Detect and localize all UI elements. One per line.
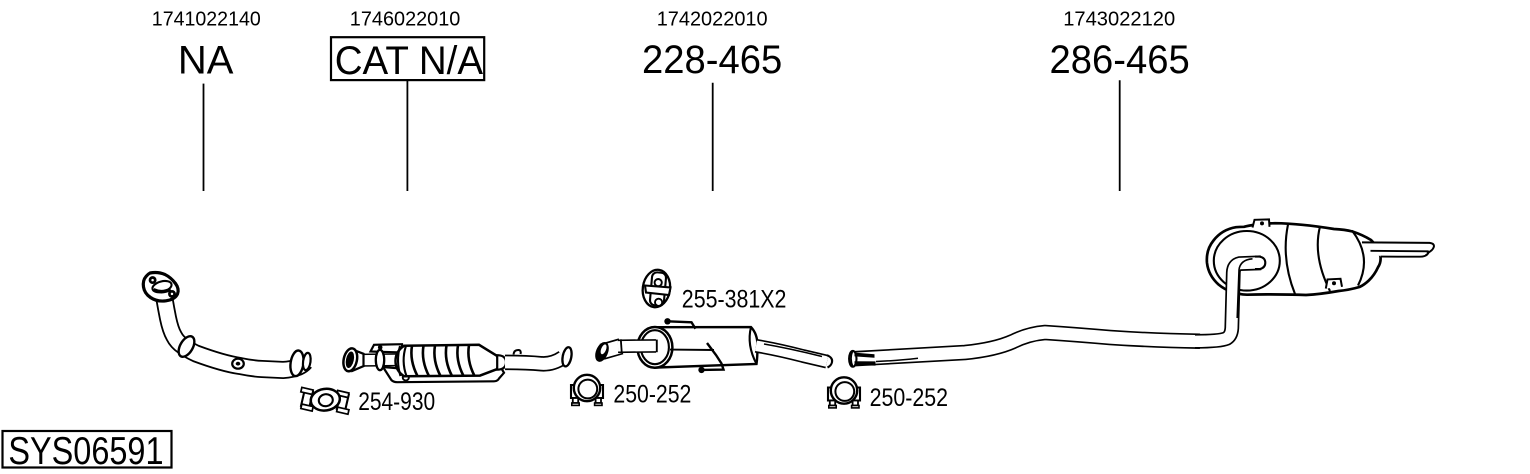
svg-text:250-252: 250-252 <box>870 384 948 412</box>
svg-text:CAT N/A: CAT N/A <box>335 38 484 83</box>
svg-text:255-381X2: 255-381X2 <box>682 285 787 313</box>
svg-text:SYS06591: SYS06591 <box>8 429 163 472</box>
svg-text:254-930: 254-930 <box>358 387 435 415</box>
svg-text:250-252: 250-252 <box>613 380 691 408</box>
svg-text:286-465: 286-465 <box>1050 38 1190 82</box>
svg-text:228-465: 228-465 <box>642 38 782 82</box>
svg-text:1746022010: 1746022010 <box>350 8 461 30</box>
svg-text:1743022120: 1743022120 <box>1063 8 1175 30</box>
svg-text:1742022010: 1742022010 <box>657 8 768 30</box>
svg-text:1741022140: 1741022140 <box>152 8 261 30</box>
svg-text:NA: NA <box>178 39 234 83</box>
